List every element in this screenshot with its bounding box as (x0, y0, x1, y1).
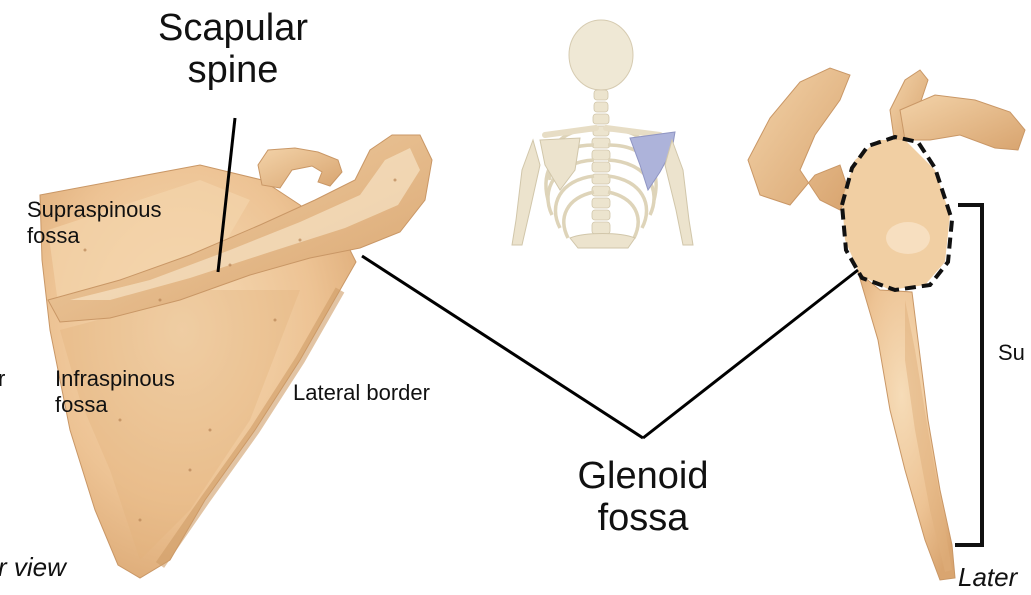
spine-leader (216, 117, 237, 273)
label-glenoid-fossa: Glenoid fossa (577, 455, 709, 539)
glenoid-leader-left (361, 254, 644, 440)
posterior-scapula (39, 134, 433, 579)
coracoid-process (257, 147, 343, 189)
skull (568, 19, 634, 91)
label-lateral-border: Lateral border (293, 380, 430, 405)
label-supraspinous-fossa: Supraspinous fossa (27, 197, 162, 249)
glenoid-leader-right (642, 268, 859, 440)
bracket (955, 203, 984, 547)
scapular-spine-ridge (47, 134, 433, 323)
label-posterior-view-fragment: r view (0, 552, 66, 582)
skeleton-inset (511, 19, 694, 249)
label-right-edge-fragment: Su (998, 340, 1025, 365)
label-scapular-spine: Scapular spine (158, 7, 308, 91)
highlighted-scapula (629, 131, 676, 192)
leader-lines (216, 117, 859, 440)
label-left-edge-fragment: r (0, 366, 6, 391)
label-infraspinous-fossa: Infraspinous fossa (55, 366, 175, 418)
label-lateral-view-fragment: Later (958, 562, 1018, 592)
glenoid-surface (842, 140, 950, 290)
lateral-scapula (747, 67, 1026, 581)
glenoid-outline (839, 134, 955, 293)
